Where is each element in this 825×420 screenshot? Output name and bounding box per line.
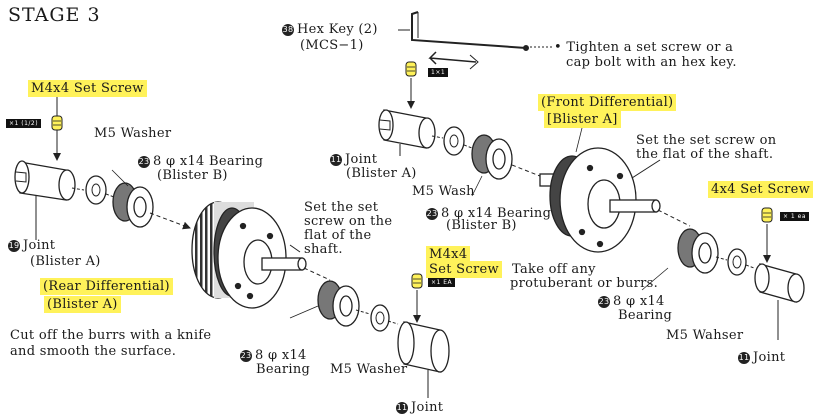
center-bearing-word: Bearing (256, 362, 311, 377)
rear-differential-title: (Rear Differential) (40, 278, 173, 295)
burrs-note-line1: Cut off the burrs with a knife (10, 328, 212, 343)
center-joint-part (397, 321, 450, 373)
rear-joint-part (14, 160, 76, 201)
rear-set-note-line3: flat of the (304, 228, 372, 243)
rear-set-screw-tag: ×1 (1/2) (6, 119, 42, 128)
right-set-screw-part (761, 207, 773, 223)
rear-bearing-part (112, 182, 154, 228)
rear-set-screw-part (51, 115, 63, 131)
right-washer-label: M5 Wahser (666, 328, 744, 343)
center-set-screw-tag: ×1 EA (428, 278, 456, 287)
rear-set-note-line4: shaft. (304, 242, 343, 257)
front-differential-title: (Front Differential) (538, 94, 677, 111)
front-bearing-blister: (Blister B) (446, 218, 517, 233)
rear-differential-part (191, 201, 307, 309)
rear-washer-label: M5 Washer (94, 126, 172, 141)
takeoff-note-line2: protuberant or burrs. (510, 276, 659, 291)
right-bearing-part (677, 228, 719, 274)
front-set-note-line1: Set the set screw on (636, 133, 777, 148)
front-set-screw-tag: 1×1 (428, 68, 449, 77)
front-joint-blister: (Blister A) (346, 166, 417, 181)
front-washer-label: M5 Wash (412, 184, 475, 199)
tighten-note-line1: • Tighten a set screw or a (554, 40, 734, 55)
stage-title: STAGE 3 (8, 4, 101, 26)
right-set-screw-label: 4x4 Set Screw (708, 181, 814, 198)
center-set-screw-label-line1: M4x4 (426, 246, 471, 263)
front-bearing-part (471, 134, 513, 180)
front-set-screw-part (405, 61, 417, 77)
front-differential-part (539, 147, 661, 253)
hex-key-code: (MCS−1) (300, 38, 364, 53)
center-washer-label: M5 Washer (330, 362, 408, 377)
center-bearing-part (317, 280, 360, 327)
front-differential-blister: [Blister A] (544, 111, 621, 128)
center-set-screw-part (411, 273, 423, 289)
rear-joint-blister: (Blister A) (30, 254, 101, 269)
hex-key-direction-arrow (428, 51, 477, 65)
rear-set-note-line1: Set the set (304, 200, 379, 215)
rear-bearing-blister: (Blister B) (157, 168, 228, 183)
burrs-note-line2: and smooth the surface. (10, 344, 177, 359)
center-set-screw-label-line2: Set Screw (426, 261, 502, 278)
front-joint-part (378, 109, 436, 149)
right-bearing-word: Bearing (618, 308, 673, 323)
rear-set-screw-label: M4x4 Set Screw (28, 80, 147, 97)
right-joint-part (754, 263, 805, 303)
rear-set-note-line2: screw on the (304, 214, 393, 229)
tighten-note-line2: cap bolt with an hex key. (566, 55, 737, 70)
rear-differential-blister: (Blister A) (44, 296, 121, 313)
takeoff-note-line1: Take off any (512, 262, 596, 277)
front-set-note-line2: the flat of the shaft. (636, 147, 774, 162)
right-set-screw-tag: × 1 ea (780, 212, 810, 221)
hex-key-part (411, 11, 529, 51)
